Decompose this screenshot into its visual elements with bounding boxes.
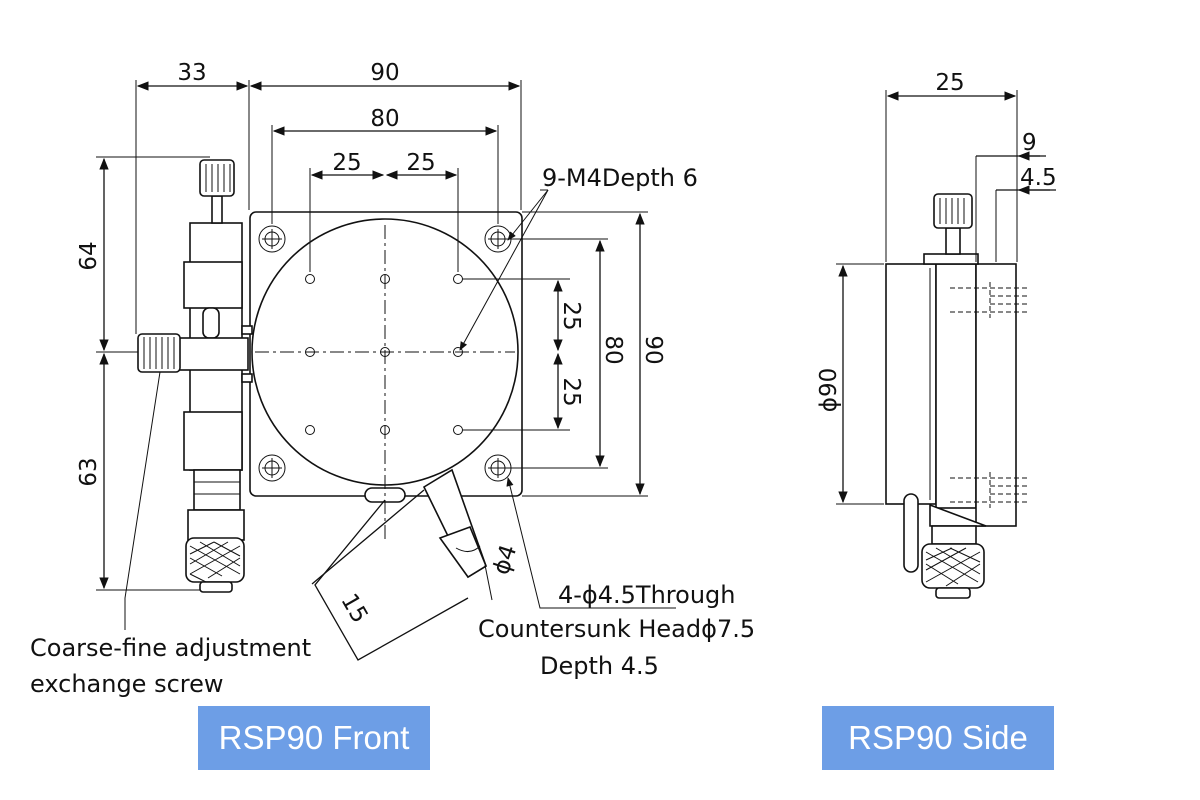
side-view: 25 9 4.5 ϕ90 xyxy=(816,70,1057,599)
side-hidden-holes xyxy=(950,282,1028,508)
upper-block xyxy=(183,261,243,309)
lower-block xyxy=(183,411,243,471)
dim-80-top: 80 xyxy=(370,106,399,132)
note-through-holes-1: 4-ϕ4.5Through xyxy=(558,581,735,609)
side-dim-4-5: 4.5 xyxy=(1020,165,1057,191)
dim-64: 64 xyxy=(76,241,102,270)
side-arm xyxy=(422,468,487,579)
front-view: 33 90 80 25 25 64 63 25 25 80 90 15 ϕ4 9… xyxy=(30,60,755,698)
leader-lines xyxy=(124,189,676,630)
dim-25-r1: 25 xyxy=(558,301,584,330)
dim-80-right: 80 xyxy=(600,335,626,364)
tapped-holes-grid xyxy=(305,274,463,435)
side-top-knob xyxy=(933,193,973,229)
front-caption: RSP90 Front xyxy=(198,706,430,770)
note-tapped-holes: 9-M4Depth 6 xyxy=(542,164,698,192)
dim-33: 33 xyxy=(177,60,206,86)
dimension-lines xyxy=(99,81,645,661)
side-dim-9: 9 xyxy=(1022,130,1037,156)
dim-phi4: ϕ4 xyxy=(488,542,522,578)
dim-15: 15 xyxy=(335,589,372,627)
dim-25-left: 25 xyxy=(332,150,361,176)
note-through-holes-3: Depth 4.5 xyxy=(540,652,659,680)
dim-63: 63 xyxy=(76,457,102,486)
side-dim-phi90: ϕ90 xyxy=(816,368,842,412)
note-through-holes-2: Countersunk Headϕ7.5 xyxy=(478,615,755,643)
side-rear xyxy=(975,263,1017,527)
coarse-fine-knob xyxy=(137,333,181,373)
dim-25-right: 25 xyxy=(406,150,435,176)
dim-25-r2: 25 xyxy=(558,377,584,406)
side-table xyxy=(885,263,937,505)
micrometer-assembly xyxy=(137,159,253,593)
dim-90-top: 90 xyxy=(370,60,399,86)
note-screw-1: Coarse-fine adjustment xyxy=(30,634,311,662)
shaft xyxy=(177,337,249,371)
extension-lines xyxy=(96,80,648,591)
side-base xyxy=(935,263,977,509)
top-knob xyxy=(199,159,235,197)
dim-90-right: 90 xyxy=(640,335,666,364)
note-screw-2: exchange screw xyxy=(30,670,224,698)
side-dim-25: 25 xyxy=(935,70,964,96)
side-caption: RSP90 Side xyxy=(822,706,1054,770)
